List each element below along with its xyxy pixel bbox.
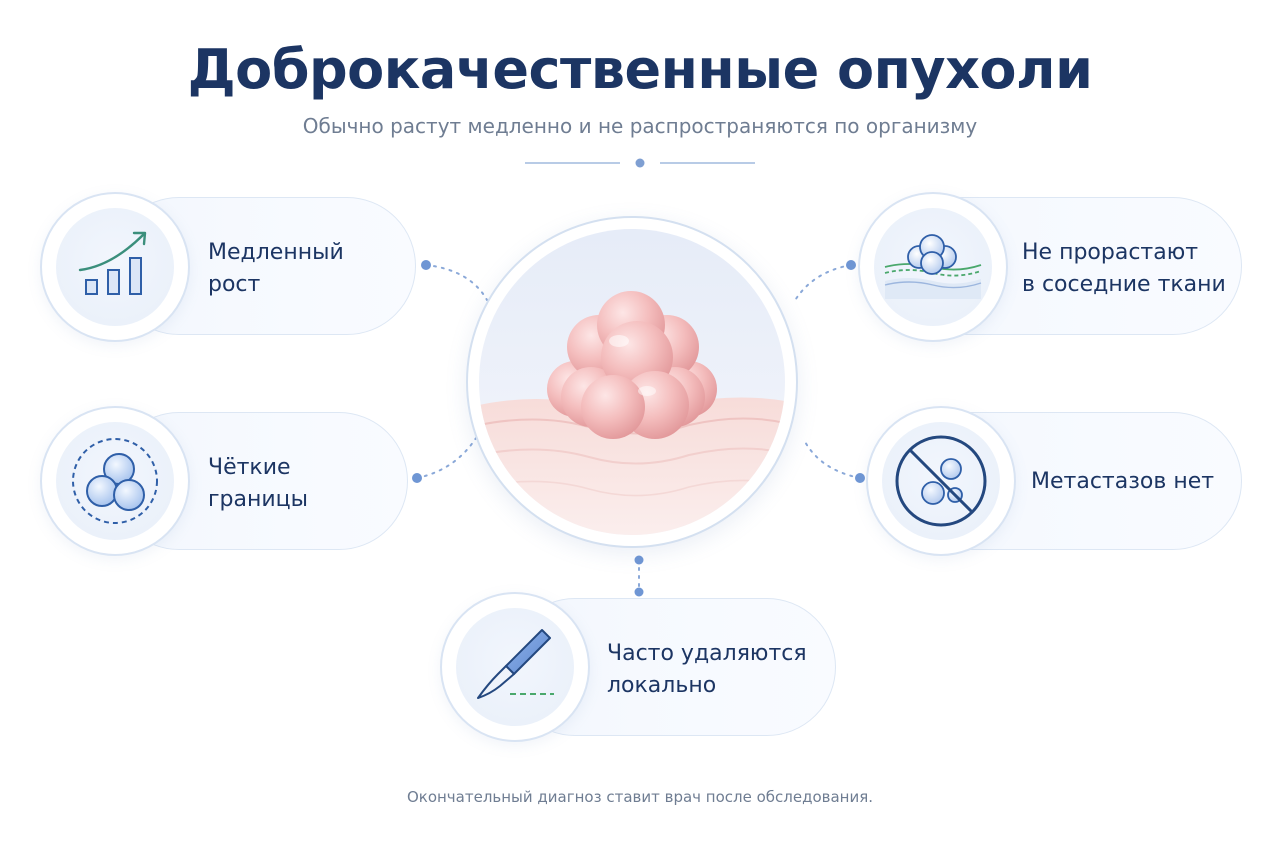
title-divider bbox=[525, 158, 755, 168]
connector-dot bbox=[412, 473, 422, 483]
feature-label-no-invasion: Не прорастают в соседние ткани bbox=[1022, 240, 1226, 297]
connector-dot bbox=[634, 555, 644, 565]
connector-no-invasion bbox=[793, 264, 852, 303]
no-cells-icon bbox=[895, 435, 987, 527]
bar-chart-growth-icon bbox=[78, 231, 147, 295]
feature-icon-circle bbox=[440, 592, 590, 742]
tissue-layer-icon bbox=[884, 234, 982, 299]
connector-dot bbox=[846, 260, 856, 270]
feature-label-clear-borders: Чёткие границы bbox=[208, 455, 309, 512]
feature-icon-circle bbox=[40, 406, 190, 556]
feature-icon-circle bbox=[858, 192, 1008, 342]
connector-dot bbox=[421, 260, 431, 270]
feature-label-no-metastasis: Метастазов нет bbox=[1031, 469, 1215, 494]
page-title: Доброкачественные опухоли bbox=[187, 38, 1093, 101]
feature-icon-circle bbox=[40, 192, 190, 342]
footer-note: Окончательный диагноз ставит врач после … bbox=[406, 788, 874, 806]
connector-dot bbox=[855, 473, 865, 483]
connector-no-metastasis bbox=[803, 439, 861, 479]
page-subtitle: Обычно растут медленно и не распространя… bbox=[302, 114, 978, 138]
connector-slow-growth bbox=[425, 264, 488, 301]
connector-clear-borders bbox=[416, 437, 477, 479]
connector-dot bbox=[634, 587, 644, 597]
tumor-illustration-frame bbox=[466, 216, 798, 548]
feature-label-slow-growth: Медленный рост bbox=[208, 240, 344, 297]
cell-cluster-icon bbox=[72, 438, 158, 524]
benign-tumor-illustration bbox=[479, 229, 785, 535]
scalpel-icon bbox=[477, 629, 554, 699]
feature-icon-circle bbox=[866, 406, 1016, 556]
feature-label-local-removal: Часто удаляются локально bbox=[607, 641, 807, 698]
